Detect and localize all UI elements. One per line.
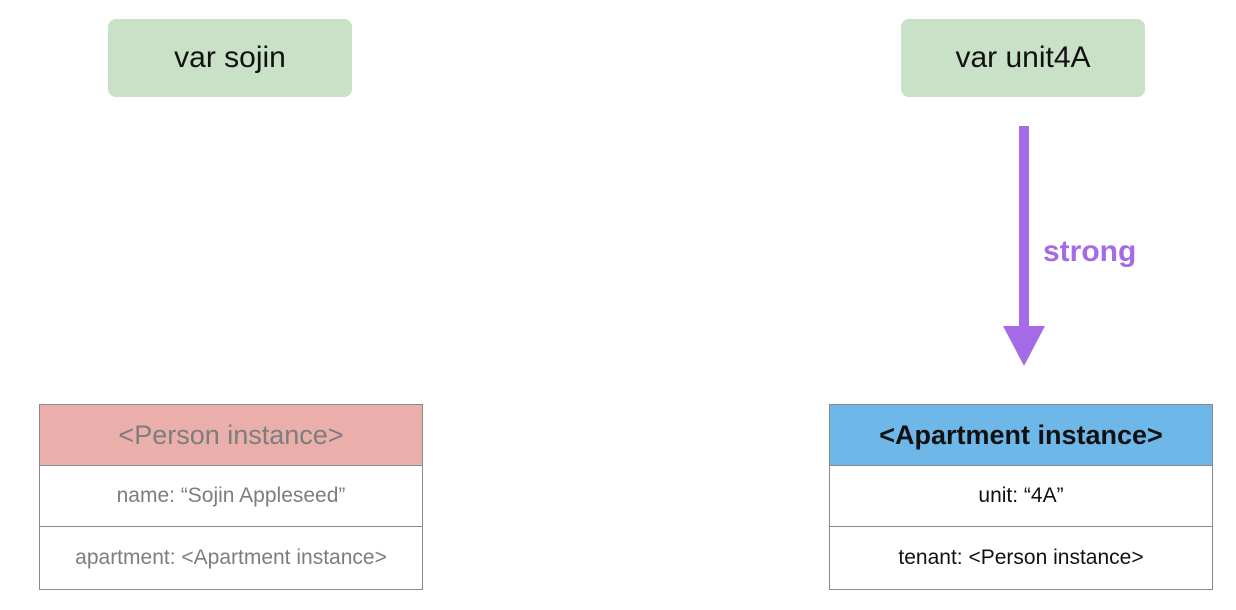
strong-reference-arrow-shaft (1019, 126, 1029, 331)
strong-reference-label: strong (1043, 235, 1137, 268)
variable-sojin: var sojin (108, 19, 352, 97)
apartment-instance-box: <Apartment instance> unit: “4A” tenant: … (829, 404, 1213, 590)
apartment-instance-unit-field: unit: “4A” (830, 466, 1212, 527)
person-instance-apartment-field: apartment: <Apartment instance> (75, 546, 387, 569)
person-instance-box: <Person instance> name: “Sojin Appleseed… (39, 404, 423, 590)
variable-sojin-label: var sojin (174, 41, 286, 74)
person-instance-name-field: name: “Sojin Appleseed” (40, 466, 422, 527)
variable-unit4a: var unit4A (901, 19, 1145, 97)
person-instance-title: <Person instance> (40, 405, 422, 466)
strong-reference-arrow (1003, 126, 1045, 366)
apartment-instance-title: <Apartment instance> (830, 405, 1212, 466)
variable-unit4a-label: var unit4A (955, 41, 1091, 74)
strong-reference-arrow-head (1003, 326, 1045, 366)
apartment-instance-tenant-field: tenant: <Person instance> (898, 546, 1144, 569)
